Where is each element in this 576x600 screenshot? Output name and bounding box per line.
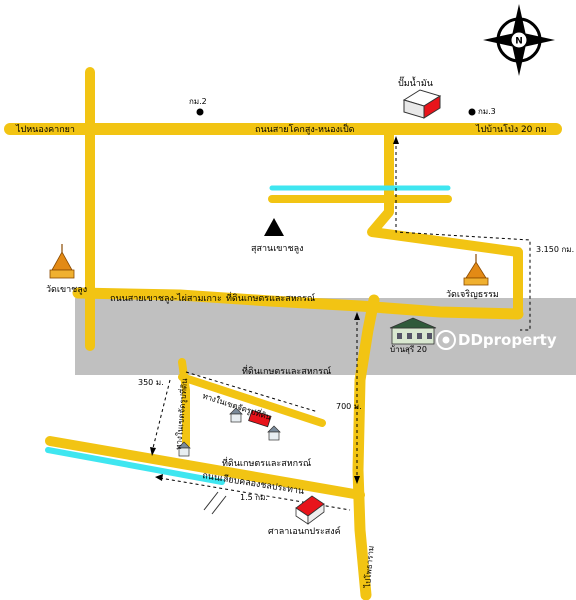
- km2-label: กม.2: [189, 97, 207, 106]
- second-road: [72, 287, 524, 320]
- km2-marker: [196, 108, 204, 116]
- land-mid-label: ที่ดินเกษตรและสหกรณ์: [242, 364, 331, 377]
- inner-road-vertical: [178, 358, 190, 449]
- distance-lines: [151, 140, 531, 511]
- sala-icon: [295, 495, 325, 525]
- wat-right-label: วัดเจริญธรรม: [446, 289, 499, 300]
- wat-left-label: วัดเขาชลูง: [46, 285, 87, 295]
- inner-road: [178, 373, 326, 427]
- canal-lower: [45, 447, 225, 485]
- house-icon: [177, 407, 281, 457]
- to-right-label: ไปบ้านโป่ง 20 กม: [475, 124, 547, 135]
- cemetery-icon: [264, 218, 284, 236]
- wat-right-icon: [463, 254, 489, 286]
- distance-label-2: 350 ม.: [138, 378, 164, 387]
- main-road-label: ถนนสายโคกสูง-หนองเป็ด: [255, 122, 355, 135]
- ddproperty-logo-icon: [436, 330, 456, 350]
- sala-label: ศาลาเอนกประสงค์: [268, 525, 341, 537]
- wat-left-icon: [49, 244, 75, 279]
- village-label: บ้านสุรี 20: [390, 345, 427, 354]
- bottom-road-label: ไปโพธาราม: [362, 545, 376, 589]
- distance-arrowheads: [150, 136, 399, 484]
- to-left-label: ไปหนองคากยา: [15, 124, 75, 135]
- land-plot-marker: [248, 409, 272, 428]
- km3-marker: [468, 108, 476, 116]
- village-building-icon: [389, 317, 437, 345]
- gas-station-label: ปั๊มน้ำมัน: [398, 76, 433, 89]
- distance-label-1: 3.150 กม.: [536, 245, 574, 254]
- north-arrow-icon: N: [483, 4, 555, 76]
- land-top-label: ที่ดินเกษตรและสหกรณ์: [226, 291, 315, 304]
- gas-station-icon: [402, 89, 442, 119]
- bridge-icon: [203, 491, 227, 515]
- cemetery-label: สุสานเขาชลูง: [251, 244, 304, 254]
- second-road-label: ถนนสายเขาชลูง-ไผ่สามเกาะ: [110, 293, 222, 304]
- south-road: [352, 294, 380, 600]
- watermark-brand: DDproperty: [458, 331, 557, 349]
- distance-label-4: 1.5 กม.: [240, 493, 268, 502]
- lower-canal-road: [45, 436, 365, 500]
- compass-letter: N: [515, 37, 523, 47]
- km3-label: กม.3: [478, 107, 496, 116]
- land-lower-label: ที่ดินเกษตรและสหกรณ์: [222, 456, 311, 469]
- right-loop-road: [367, 130, 523, 319]
- distance-label-3: 700 ม.: [336, 402, 362, 411]
